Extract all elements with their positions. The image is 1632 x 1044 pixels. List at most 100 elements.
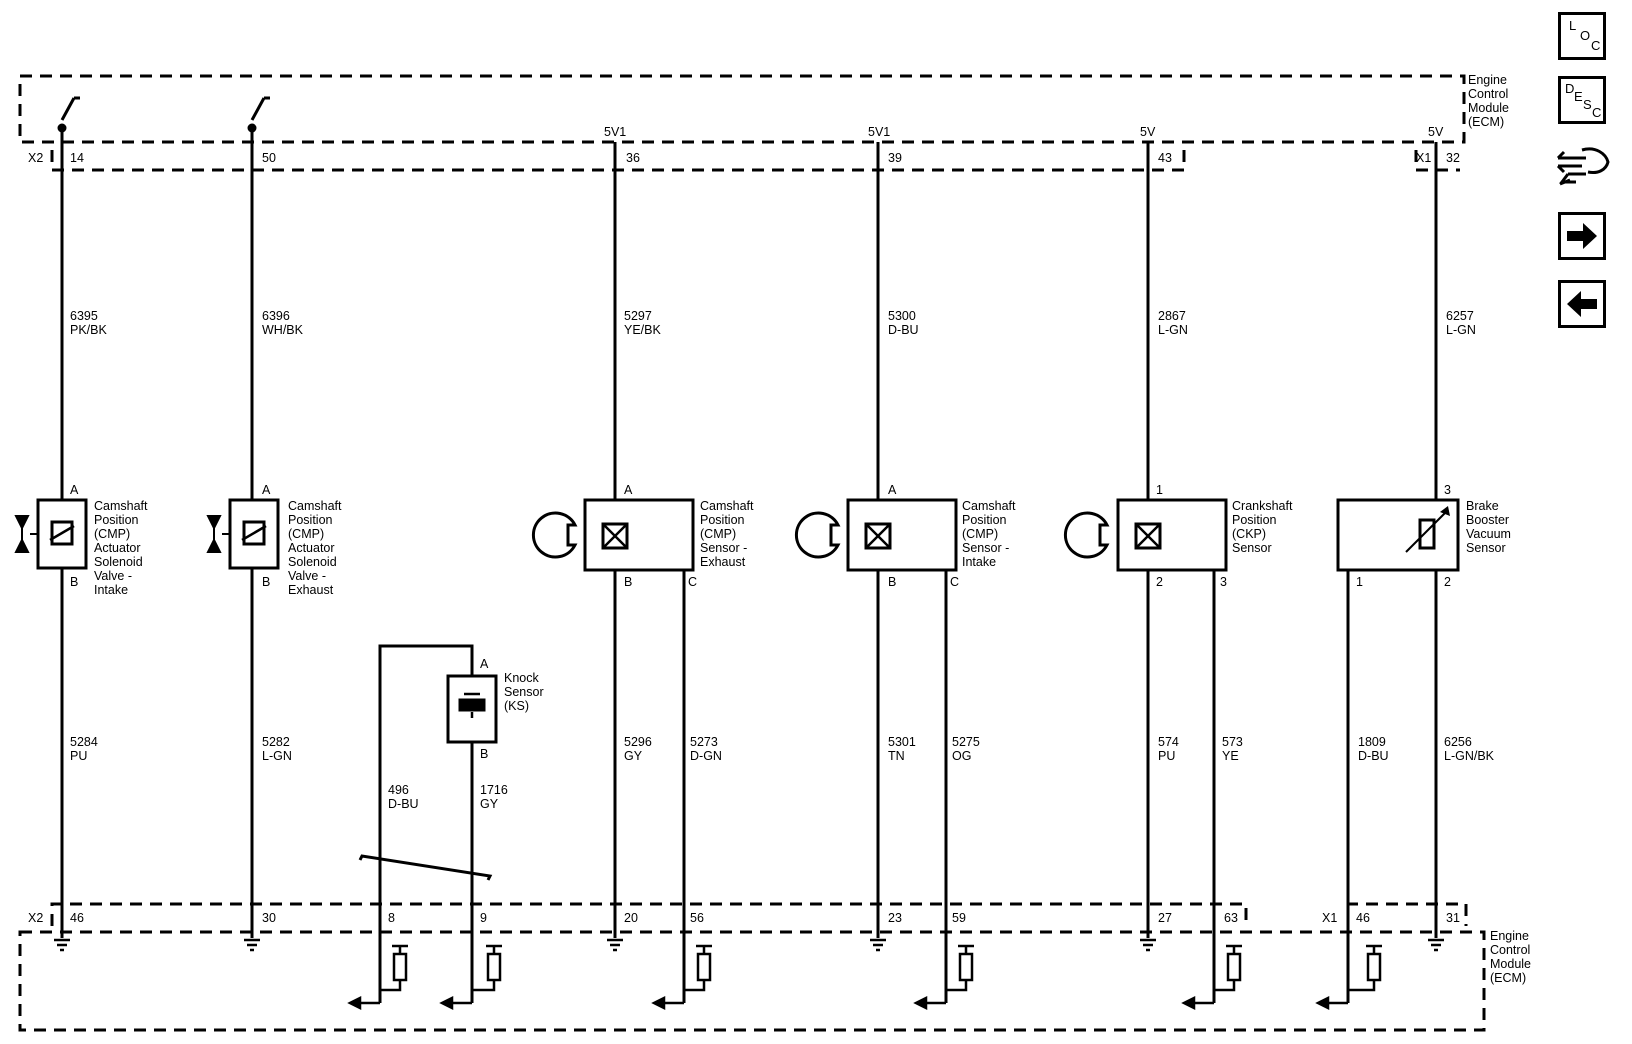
pin-label: C — [688, 575, 697, 589]
top-pin: 39 — [888, 151, 902, 165]
wire-circuit: 6256 — [1444, 735, 1472, 749]
svg-text:Position: Position — [288, 513, 333, 527]
pin-label: C — [950, 575, 959, 589]
rotation-icon — [1063, 511, 1110, 559]
desc-letter: D — [1565, 81, 1575, 96]
desc-letter: E — [1574, 89, 1583, 104]
top-pin: 36 — [626, 151, 640, 165]
voltage-label: 5V — [1140, 125, 1156, 139]
wire-circuit: 5296 — [624, 735, 652, 749]
ecm-input-arrow — [1181, 995, 1196, 1011]
hall-sensor-element — [1134, 522, 1162, 550]
pullup-resistor-symbol — [392, 952, 408, 982]
wire-circuit: 6396 — [262, 309, 290, 323]
wire-color: L-GN — [262, 749, 292, 763]
svg-text:(CKP): (CKP) — [1232, 527, 1266, 541]
ecm-top-label: Control — [1468, 87, 1508, 101]
loc-letter: L — [1569, 18, 1577, 33]
wire-color: GY — [480, 797, 499, 811]
svg-text:Vacuum: Vacuum — [1466, 527, 1511, 541]
ecm-input-arrow — [439, 995, 454, 1011]
bottom-pin: 56 — [690, 911, 704, 925]
pin-label: B — [624, 575, 632, 589]
svg-text:Camshaft: Camshaft — [94, 499, 148, 513]
svg-text:(KS): (KS) — [504, 699, 529, 713]
rotation-icon — [531, 511, 578, 559]
location-button[interactable]: L O C — [1558, 12, 1606, 60]
previous-page-button[interactable] — [1558, 280, 1606, 328]
top-pin: 32 — [1446, 151, 1460, 165]
svg-text:(CMP): (CMP) — [700, 527, 736, 541]
bottom-pin: 20 — [624, 911, 638, 925]
ecm-bottom-module-box — [18, 930, 1486, 1032]
wire-color: L-GN — [1446, 323, 1476, 337]
bottom-pin: 8 — [388, 911, 395, 925]
svg-text:Sensor -: Sensor - — [962, 541, 1009, 555]
top-pin: 14 — [70, 151, 84, 165]
svg-text:Exhaust: Exhaust — [288, 583, 334, 597]
pullup-resistor-symbol — [1366, 952, 1382, 982]
svg-text:(CMP): (CMP) — [288, 527, 324, 541]
ground-symbol — [607, 938, 623, 952]
bidirectional-arrow-icon — [206, 515, 222, 553]
svg-text:Exhaust: Exhaust — [700, 555, 746, 569]
wire-circuit: 5297 — [624, 309, 652, 323]
connector-x2-top: X2 — [28, 151, 43, 165]
ecm-top-label: (ECM) — [1468, 115, 1504, 129]
svg-text:Position: Position — [700, 513, 745, 527]
next-page-button[interactable] — [1558, 212, 1606, 260]
svg-text:Position: Position — [1232, 513, 1277, 527]
svg-text:Crankshaft: Crankshaft — [1232, 499, 1293, 513]
description-button[interactable]: D E S C — [1558, 76, 1606, 124]
ckp-sensor-box — [1116, 498, 1228, 572]
ecm-top-label: Engine — [1468, 73, 1507, 87]
bottom-pin: 59 — [952, 911, 966, 925]
loc-letter: C — [1591, 38, 1601, 53]
ecm-bottom-label: Control — [1490, 943, 1530, 957]
piezo-element — [458, 698, 486, 712]
pin-label: A — [70, 483, 79, 497]
pin-label: A — [480, 657, 489, 671]
wire-circuit: 2867 — [1158, 309, 1186, 323]
svg-text:Camshaft: Camshaft — [700, 499, 754, 513]
low-side-driver-switch — [60, 96, 80, 121]
brake-booster-sensor-box — [1336, 498, 1460, 572]
wire-color: OG — [952, 749, 971, 763]
voltage-label: 5V — [1428, 125, 1444, 139]
cmp-actuator-intake-label: Camshaft Position (CMP) Actuator Solenoi… — [94, 499, 148, 597]
wire-color: D-BU — [388, 797, 419, 811]
x2-top-connector — [50, 150, 1186, 172]
wire-color: PU — [70, 749, 87, 763]
voltage-label: 5V1 — [604, 125, 626, 139]
bottom-pin: 30 — [262, 911, 276, 925]
ecm-input-arrow — [651, 995, 666, 1011]
wire-circuit: 5300 — [888, 309, 916, 323]
wire-circuit: 5275 — [952, 735, 980, 749]
wire-color: WH/BK — [262, 323, 304, 337]
svg-text:Sensor: Sensor — [504, 685, 544, 699]
bottom-pin: 23 — [888, 911, 902, 925]
pin-label: A — [262, 483, 271, 497]
svg-text:Sensor: Sensor — [1466, 541, 1506, 555]
bottom-pin: 46 — [1356, 911, 1370, 925]
wire-496 — [378, 644, 474, 1003]
svg-text:Position: Position — [962, 513, 1007, 527]
ground-symbol — [1140, 938, 1156, 952]
cmp-sensor-exhaust-label: Camshaft Position (CMP) Sensor - Exhaust — [700, 499, 754, 569]
wire-circuit: 1716 — [480, 783, 508, 797]
bottom-pin: 31 — [1446, 911, 1460, 925]
ecm-top-label: Module — [1468, 101, 1509, 115]
svg-text:Intake: Intake — [962, 555, 996, 569]
svg-text:Intake: Intake — [94, 583, 128, 597]
wire-circuit: 574 — [1158, 735, 1179, 749]
desc-letter: S — [1583, 97, 1592, 112]
x2-bottom-connector — [50, 902, 1248, 926]
svg-text:Solenoid: Solenoid — [288, 555, 337, 569]
connector-x1-top: X1 — [1416, 151, 1431, 165]
connector-view-button[interactable] — [1552, 140, 1614, 196]
voltage-label: 5V1 — [868, 125, 890, 139]
wire-color: D-GN — [690, 749, 722, 763]
svg-text:(CMP): (CMP) — [94, 527, 130, 541]
loc-letter: O — [1580, 28, 1591, 43]
svg-text:Camshaft: Camshaft — [288, 499, 342, 513]
